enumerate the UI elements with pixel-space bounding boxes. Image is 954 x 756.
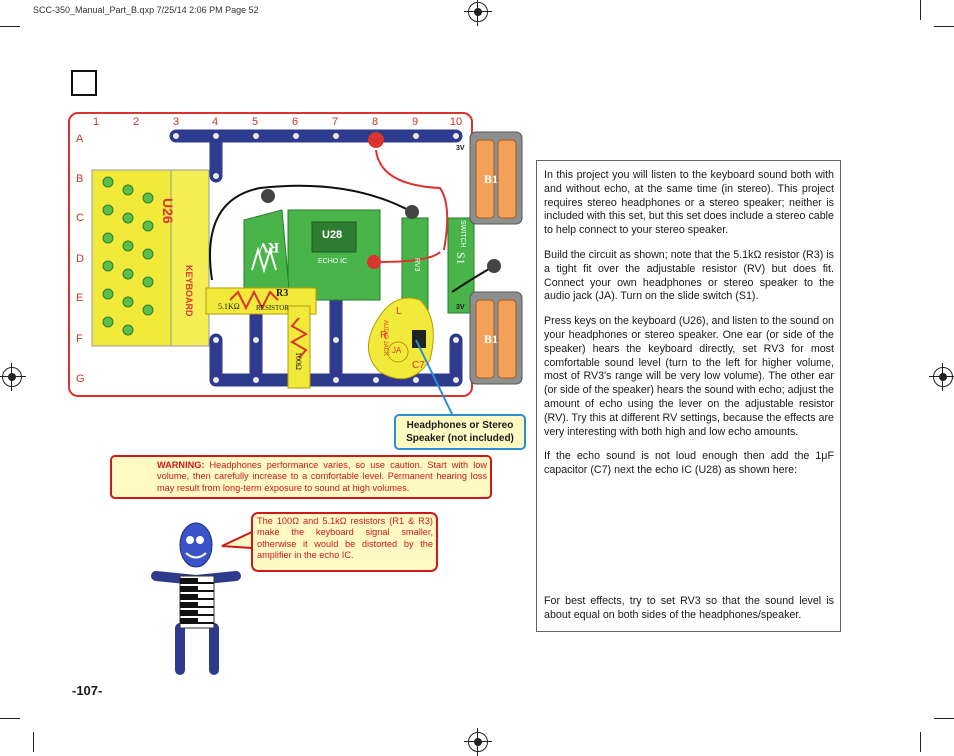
column-number: 6 [291, 116, 299, 128]
crop-mark [934, 26, 954, 27]
callout-pointer [415, 339, 453, 415]
page-number: -107- [72, 683, 103, 698]
jack-label: JA [392, 346, 402, 355]
r3-name: RESISTOR [256, 304, 289, 312]
warning-body: Headphones performance varies, so use ca… [157, 460, 487, 493]
snap-connector [171, 131, 461, 385]
battery-label: B1 [484, 172, 499, 186]
column-number: 7 [331, 116, 339, 128]
row-letter: D [76, 253, 84, 265]
column-number: 8 [371, 116, 379, 128]
inset-rv-label: RV [624, 559, 644, 574]
jumper-wire [209, 149, 495, 293]
inset-c7-value: 1 μF [702, 494, 717, 501]
column-number: 2 [132, 116, 140, 128]
rv-label: RV [258, 239, 280, 255]
instruction-paragraph: Build the circuit as shown; note that th… [544, 248, 834, 303]
column-number: 9 [411, 116, 419, 128]
column-number: 3 [172, 116, 180, 128]
crop-mark [920, 0, 921, 20]
column-number: 10 [449, 116, 463, 128]
row-letter: G [76, 373, 85, 385]
l-label: L [396, 306, 402, 317]
instruction-paragraph: In this project you will listen to the k… [544, 169, 834, 237]
warning-text: WARNING: Headphones performance varies, … [157, 460, 487, 494]
mascot-figure [151, 522, 241, 675]
warning-box [110, 455, 492, 499]
project-checkbox [71, 70, 97, 96]
r3-value: 5.1KΩ [218, 302, 240, 311]
instruction-paragraph: For best effects, try to set RV3 so that… [544, 595, 834, 621]
row-letter: C [76, 212, 84, 224]
keyboard-module [91, 169, 210, 347]
echo-ic-label: U28 [322, 229, 343, 241]
crop-mark [0, 718, 20, 719]
r-label: R [380, 330, 388, 341]
bubble-pointer [221, 530, 253, 550]
row-letter: E [76, 292, 84, 304]
instruction-paragraph: Press keys on the keyboard (U26), and li… [544, 315, 834, 438]
switch-name: SWITCH [459, 220, 466, 248]
headphones-callout: Headphones or Stereo Speaker (not includ… [394, 414, 526, 450]
column-number: 5 [251, 116, 259, 128]
registration-mark-icon [464, 0, 492, 26]
crop-mark [920, 732, 921, 752]
inset-c7-label: C7 [664, 482, 676, 493]
inset-u28-label: U28 [681, 544, 702, 556]
r1-value: 100Ω [294, 352, 303, 370]
c7-right-label: C7 [412, 360, 425, 371]
file-info: SCC-350_Manual_Part_B.qxp 7/25/14 2:06 P… [33, 5, 259, 15]
column-number: 1 [92, 116, 100, 128]
rv3-label: RV3 [413, 258, 420, 272]
keyboard-name: KEYBOARD [184, 265, 194, 317]
column-number: 4 [211, 116, 219, 128]
keyboard-label: U26 [160, 198, 176, 224]
crop-mark [33, 732, 34, 752]
crop-mark [0, 26, 20, 27]
row-letter: A [76, 133, 84, 145]
echo-ic-module [287, 209, 381, 301]
echo-ic-name: ECHO IC [318, 258, 348, 265]
mascot-bubble-text: The 100Ω and 5.1kΩ resistors (R1 & R3) m… [257, 516, 433, 561]
crop-mark [934, 718, 954, 719]
row-letter: B [76, 173, 84, 185]
switch-label: S1 [454, 252, 468, 265]
registration-mark-icon [929, 363, 954, 391]
resistor-r1 [287, 305, 311, 389]
instruction-paragraph: If the echo sound is not loud enough the… [544, 450, 834, 477]
battery-label: B1 [484, 332, 499, 346]
adjustable-resistor [243, 209, 291, 301]
wire-plug [261, 132, 501, 273]
inset-echo-ic-label: ECHO IC [676, 572, 706, 579]
warning-title: WARNING: [157, 460, 205, 470]
battery-holder [469, 131, 523, 385]
audio-jack [367, 297, 434, 380]
battery-voltage: 3V [456, 145, 465, 152]
r3-label: R3 [276, 288, 289, 299]
registration-mark-icon [0, 363, 26, 391]
battery-voltage: 3V [456, 304, 465, 311]
row-letter: F [76, 333, 83, 345]
mascot-bubble [251, 512, 438, 572]
instructions-panel: In this project you will listen to the k… [536, 160, 841, 632]
